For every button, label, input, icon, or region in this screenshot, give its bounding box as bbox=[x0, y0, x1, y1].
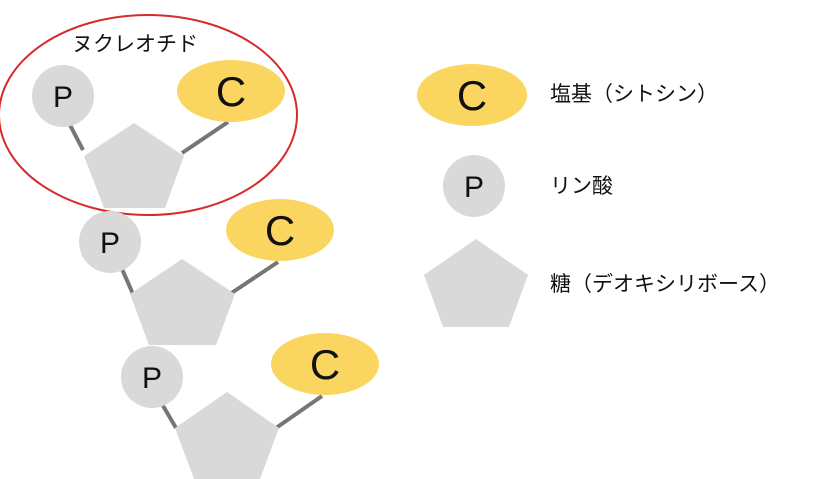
legend-base-item: C 塩基（シトシン） bbox=[417, 64, 718, 126]
legend-base-ellipse bbox=[417, 64, 527, 126]
phosphate-symbol: P bbox=[100, 227, 120, 260]
sugar-base-bond bbox=[228, 260, 280, 296]
legend-sugar-pentagon bbox=[424, 239, 528, 327]
phosphate-circle bbox=[32, 65, 94, 127]
phosphate-circle bbox=[121, 346, 183, 408]
base-symbol: C bbox=[216, 68, 246, 115]
base-ellipse bbox=[177, 60, 285, 122]
legend-phosphate-item: P リン酸 bbox=[443, 155, 613, 217]
nucleotide-unit-2: P C bbox=[79, 199, 334, 345]
legend-phosphate-symbol: P bbox=[464, 171, 484, 204]
phosphate-symbol: P bbox=[53, 81, 73, 114]
legend-sugar-label: 糖（デオキシリボース） bbox=[550, 272, 780, 296]
sugar-pentagon bbox=[130, 259, 235, 345]
nucleotide-label: ヌクレオチド bbox=[72, 32, 198, 56]
legend-sugar-item: 糖（デオキシリボース） bbox=[424, 239, 780, 327]
nucleotide-highlight-ellipse bbox=[0, 14, 298, 216]
base-ellipse bbox=[226, 199, 334, 261]
nucleotide-unit-1: P C bbox=[32, 60, 285, 208]
base-ellipse bbox=[271, 333, 379, 395]
phosphate-symbol: P bbox=[142, 362, 162, 395]
legend-phosphate-label: リン酸 bbox=[550, 174, 613, 198]
base-symbol: C bbox=[265, 207, 295, 254]
sugar-base-bond bbox=[274, 394, 324, 430]
phosphate-sugar-bond bbox=[68, 124, 85, 151]
nucleotide-unit-3: P C bbox=[121, 333, 379, 479]
sugar-pentagon bbox=[175, 392, 279, 479]
phosphate-circle bbox=[79, 211, 141, 273]
phosphate-sugar-bond bbox=[160, 402, 178, 430]
legend: C 塩基（シトシン） P リン酸 糖（デオキシリボース） bbox=[417, 64, 780, 327]
legend-base-symbol: C bbox=[457, 72, 487, 119]
base-symbol: C bbox=[310, 341, 340, 388]
phosphate-sugar-bond bbox=[120, 268, 135, 295]
legend-base-label: 塩基（シトシン） bbox=[550, 82, 718, 106]
sugar-base-bond bbox=[180, 120, 230, 155]
legend-phosphate-circle bbox=[443, 155, 505, 217]
sugar-pentagon bbox=[84, 123, 184, 208]
